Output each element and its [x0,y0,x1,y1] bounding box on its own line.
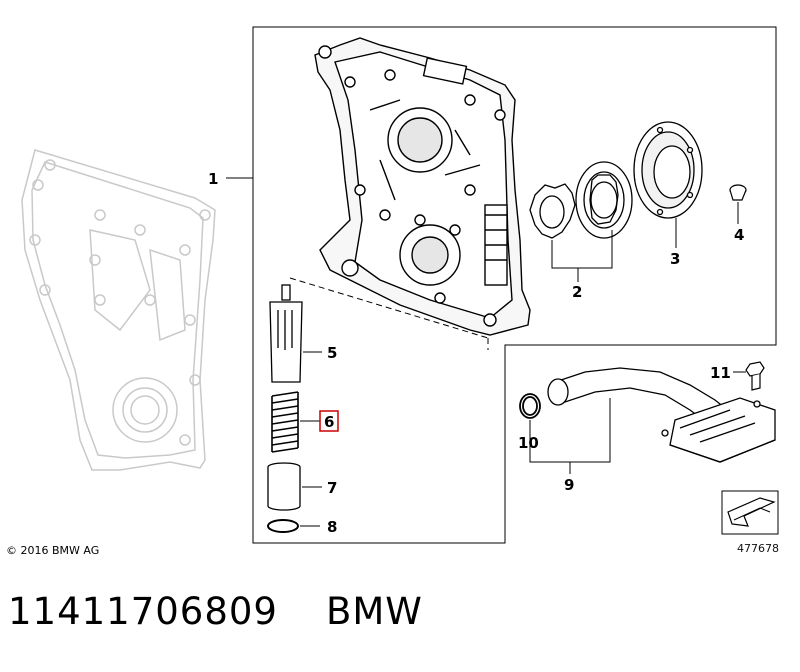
callout-11: 11 [710,364,731,382]
callout-4: 4 [734,226,744,244]
part-number: 11411706809 [8,590,278,633]
pump-cover-plate [633,121,703,219]
callout-5: 5 [327,344,337,362]
oil-pickup-pipe [547,367,776,463]
image-number: 477678 [737,542,779,555]
o-ring [519,393,541,419]
leader-lines [226,177,746,527]
orientation-arrow-icon [721,490,779,535]
callout-6: 6 [324,413,334,431]
callout-2: 2 [572,283,582,301]
callout-9: 9 [564,476,574,494]
bolt-part-11 [745,361,765,391]
relief-valve-spring [271,391,299,453]
brand-name: BMW [325,590,423,633]
callout-8: 8 [327,518,337,536]
part-number-caption: 11411706809 BMW [8,590,423,633]
callout-10: 10 [518,434,539,452]
relief-valve-sleeve [267,462,301,511]
circlip [267,519,299,533]
callout-6-highlight [319,410,339,432]
relief-valve-piston [269,284,303,383]
timing-cover-background [21,149,216,471]
screw-part-4 [729,184,747,201]
copyright-text: © 2016 BMW AG [6,544,99,557]
front-cover-housing [314,37,531,336]
diagram-frame [252,26,777,544]
pump-rotor-set [529,161,633,239]
callout-7: 7 [327,479,337,497]
callout-3: 3 [670,250,680,268]
callout-1: 1 [208,170,218,188]
